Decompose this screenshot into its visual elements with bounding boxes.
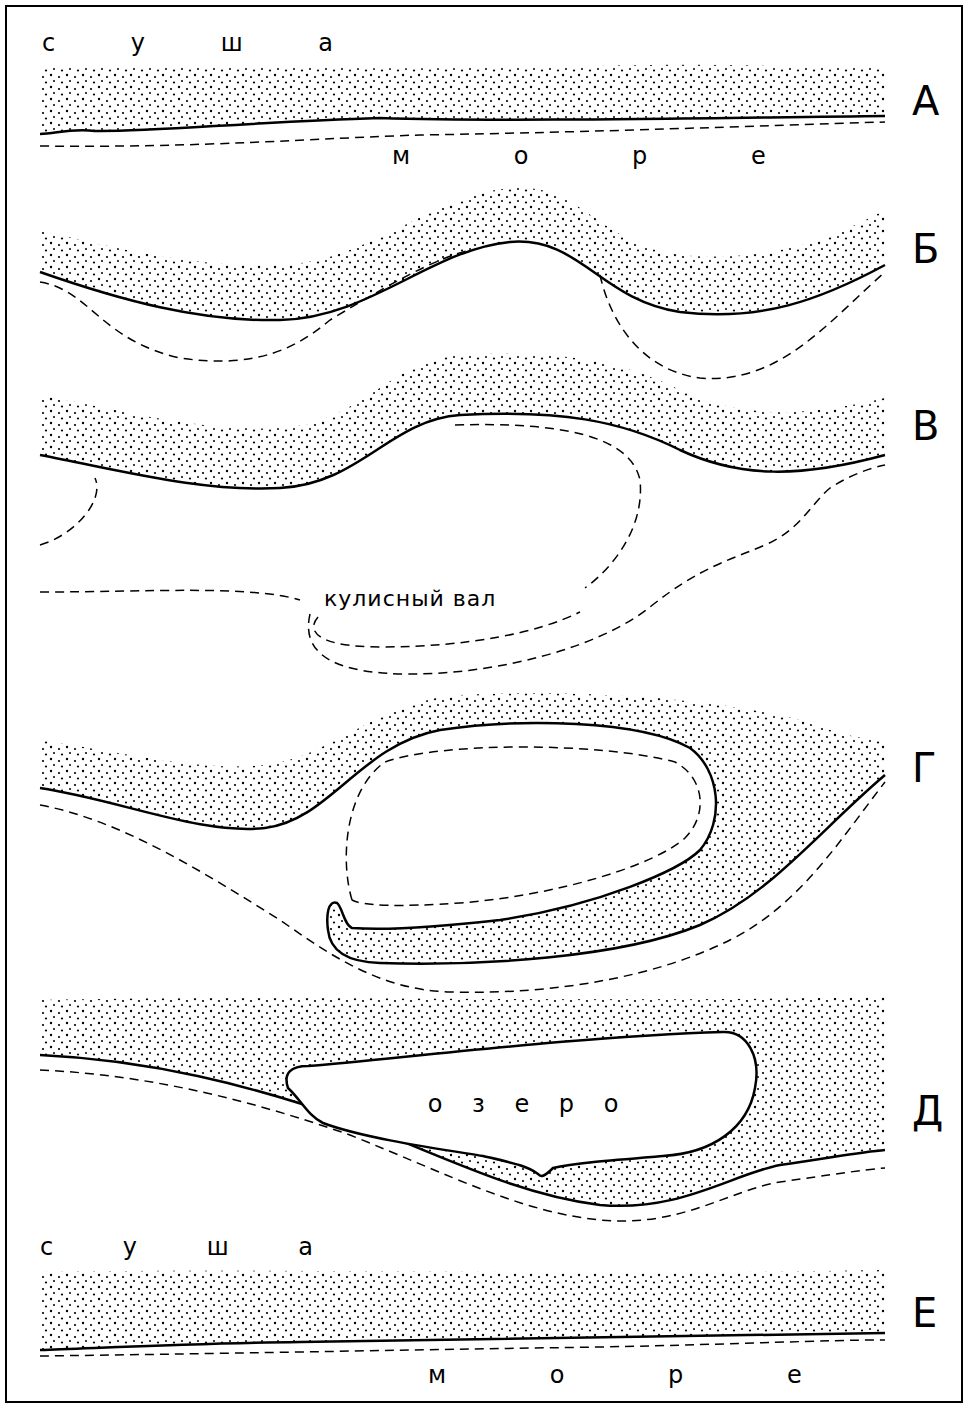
stage-a	[40, 65, 885, 146]
lake: о з е р о	[283, 1028, 763, 1180]
lake-label: о з е р о	[428, 1090, 619, 1118]
stage-b	[40, 188, 885, 379]
bar-label: кулисный вал	[322, 586, 498, 611]
stage-letter: Д	[912, 1088, 943, 1134]
stage-letter: В	[912, 403, 939, 449]
stage-letter: Б	[912, 226, 939, 272]
sea-label: м о р е	[392, 143, 766, 171]
land-label: с у ш а	[40, 1234, 313, 1262]
sea-label: м о р е	[428, 1362, 802, 1390]
stage-letter: Г	[912, 745, 936, 791]
stage-letter: А	[912, 78, 939, 124]
frame	[6, 6, 962, 1402]
stage-e	[40, 1270, 885, 1356]
stage-g	[40, 693, 885, 992]
stage-d	[40, 997, 885, 1221]
stage-v	[40, 354, 885, 674]
land-label: с у ш а	[42, 30, 333, 58]
stage-letter: Е	[912, 1290, 937, 1336]
